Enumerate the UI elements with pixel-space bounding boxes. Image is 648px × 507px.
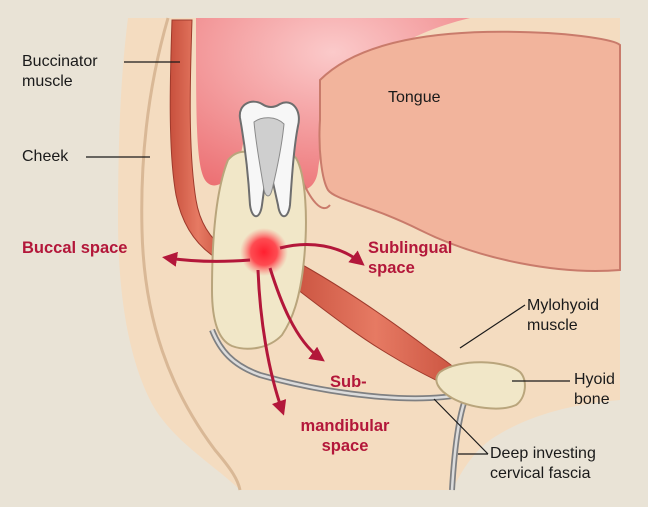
infection-focus — [240, 228, 288, 276]
buccal-space-label: Buccal space — [22, 238, 127, 258]
sublingual-space-label: Sublingual space — [368, 238, 452, 278]
mylohyoid-muscle-label: Mylohyoid muscle — [527, 296, 599, 336]
submandibular-space-label-part1: Sub- — [330, 372, 367, 392]
buccinator-muscle-label: Buccinator muscle — [22, 52, 98, 92]
hyoid-bone-label: Hyoid bone — [574, 370, 615, 410]
tongue-label: Tongue — [388, 88, 441, 108]
cheek-label: Cheek — [22, 147, 68, 167]
deep-investing-cervical-fascia-label: Deep investing cervical fascia — [490, 444, 596, 484]
submandibular-space-label-part2: mandibular space — [290, 416, 400, 456]
